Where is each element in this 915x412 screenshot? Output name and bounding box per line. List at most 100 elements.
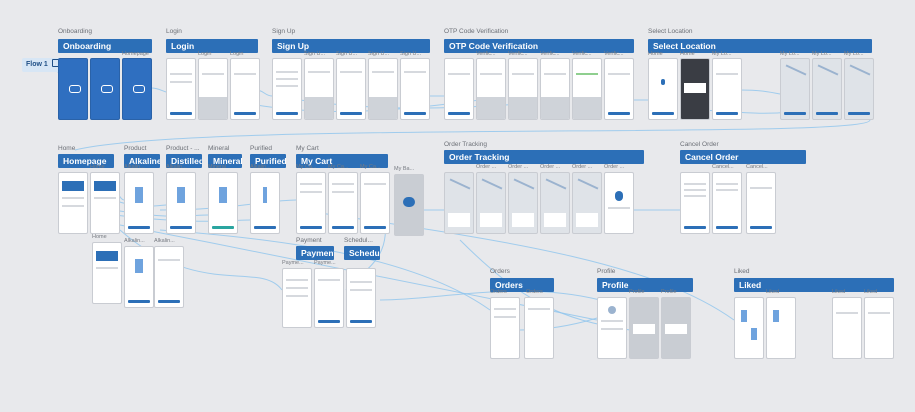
section-label-cart: My Cart [296, 145, 319, 152]
frame-tracking-4[interactable] [540, 172, 570, 234]
section-header-purified[interactable]: Purified [250, 154, 286, 168]
frame-login-3[interactable] [230, 58, 260, 120]
frame-label: Orders [526, 289, 543, 295]
frame-label: Home [648, 51, 663, 57]
frame-signup-3[interactable] [336, 58, 366, 120]
section-header-mineral[interactable]: Mineral [208, 154, 242, 168]
connector-line [379, 290, 601, 301]
frame-alkaline-2[interactable] [124, 246, 154, 308]
frame-cart-4[interactable] [394, 174, 424, 236]
section-header-home[interactable]: Homepage [58, 154, 114, 168]
frame-label: Verific... [540, 51, 560, 57]
frame-label: Sign U... [368, 51, 390, 57]
frame-alkaline[interactable] [124, 172, 154, 234]
frame-home-2[interactable] [90, 172, 120, 234]
frame-location-6[interactable] [844, 58, 874, 120]
frame-cart-3[interactable] [360, 172, 390, 234]
frame-alkaline-3[interactable] [154, 246, 184, 308]
frame-cancel-3[interactable] [746, 172, 776, 234]
section-header-otp[interactable]: OTP Code Verification [444, 39, 634, 53]
section-label-signup: Sign Up [272, 28, 296, 35]
connector-line [257, 89, 273, 97]
section-label-login: Login [166, 28, 182, 35]
section-header-payment[interactable]: Payment [296, 246, 334, 260]
frame-label: Verific... [604, 51, 624, 57]
frame-tracking-6[interactable] [604, 172, 634, 234]
frame-login-2[interactable] [198, 58, 228, 120]
frame-label: Alkalin... [154, 238, 175, 244]
frame-cart-2[interactable] [328, 172, 358, 234]
frame-profile-2[interactable] [629, 297, 659, 359]
section-header-cancel[interactable]: Cancel Order [680, 150, 806, 164]
frame-onboarding-3[interactable] [122, 58, 152, 120]
frame-orders-1[interactable] [490, 297, 520, 359]
frame-location-5[interactable] [812, 58, 842, 120]
frame-location-4[interactable] [780, 58, 810, 120]
frame-mineral[interactable] [208, 172, 238, 234]
section-header-distilled[interactable]: Distilled [166, 154, 202, 168]
section-header-onboarding[interactable]: Onboarding [58, 39, 152, 53]
frame-otp-5[interactable] [572, 58, 602, 120]
section-header-login[interactable]: Login [166, 39, 258, 53]
frame-tracking-1[interactable] [444, 172, 474, 234]
frame-otp-4[interactable] [540, 58, 570, 120]
section-header-location[interactable]: Select Location [648, 39, 872, 53]
connector-line [739, 89, 781, 95]
frame-schedule[interactable] [346, 268, 376, 328]
frame-otp-6[interactable] [604, 58, 634, 120]
frame-profile-1[interactable] [597, 297, 627, 359]
frame-distilled[interactable] [166, 172, 196, 234]
frame-payment-2[interactable] [314, 268, 344, 328]
section-header-cart[interactable]: My Cart [296, 154, 388, 168]
frame-otp-3[interactable] [508, 58, 538, 120]
frame-liked-2[interactable] [766, 297, 796, 359]
section-header-signup[interactable]: Sign Up [272, 39, 430, 53]
section-header-liked[interactable]: Liked [734, 278, 894, 292]
frame-liked-3[interactable] [832, 297, 862, 359]
frame-label: My Lo... [780, 51, 800, 57]
frame-onboarding-1[interactable] [58, 58, 88, 120]
frame-label: Orders [490, 289, 507, 295]
frame-label: Sign U... [304, 51, 326, 57]
frame-onboarding-2[interactable] [90, 58, 120, 120]
frame-orders-2[interactable] [524, 297, 554, 359]
frame-location-1[interactable] [648, 58, 678, 120]
frame-signup-1[interactable] [272, 58, 302, 120]
frame-location-2[interactable] [680, 58, 710, 120]
frame-otp-2[interactable] [476, 58, 506, 120]
section-label-profile: Profile [597, 268, 616, 275]
frame-otp-1[interactable] [444, 58, 474, 120]
section-label-purified: Purified [250, 145, 273, 152]
section-header-alkaline[interactable]: Alkaline [124, 154, 160, 168]
frame-label: Sign U... [336, 51, 358, 57]
frame-payment-1[interactable] [282, 268, 312, 328]
frame-purified[interactable] [250, 172, 280, 234]
section-header-tracking[interactable]: Order Tracking [444, 150, 644, 164]
frame-liked-1[interactable] [734, 297, 764, 359]
frame-signup-4[interactable] [368, 58, 398, 120]
section-header-orders[interactable]: Orders [490, 278, 554, 292]
frame-label: Login [198, 51, 212, 57]
frame-profile-3[interactable] [661, 297, 691, 359]
frame-cancel-2[interactable] [712, 172, 742, 234]
section-header-schedule[interactable]: Schedule [344, 246, 380, 260]
section-label-distilled: Product - ... [166, 145, 200, 152]
frame-cancel-1[interactable] [680, 172, 710, 234]
frame-tracking-2[interactable] [476, 172, 506, 234]
frame-home-1[interactable] [58, 172, 88, 234]
frame-label: Cancel... [712, 164, 734, 170]
section-header-profile[interactable]: Profile [597, 278, 693, 292]
frame-location-3[interactable] [712, 58, 742, 120]
frame-login-1[interactable] [166, 58, 196, 120]
frame-home-3[interactable] [92, 242, 122, 304]
frame-signup-2[interactable] [304, 58, 334, 120]
frame-label: My Ca... [296, 164, 317, 170]
frame-liked-4[interactable] [864, 297, 894, 359]
frame-tracking-3[interactable] [508, 172, 538, 234]
frame-tracking-5[interactable] [572, 172, 602, 234]
section-label-mineral: Mineral [208, 145, 230, 152]
frame-cart-1[interactable] [296, 172, 326, 234]
frame-label: My Ba... [394, 166, 415, 172]
frame-signup-5[interactable] [400, 58, 430, 120]
